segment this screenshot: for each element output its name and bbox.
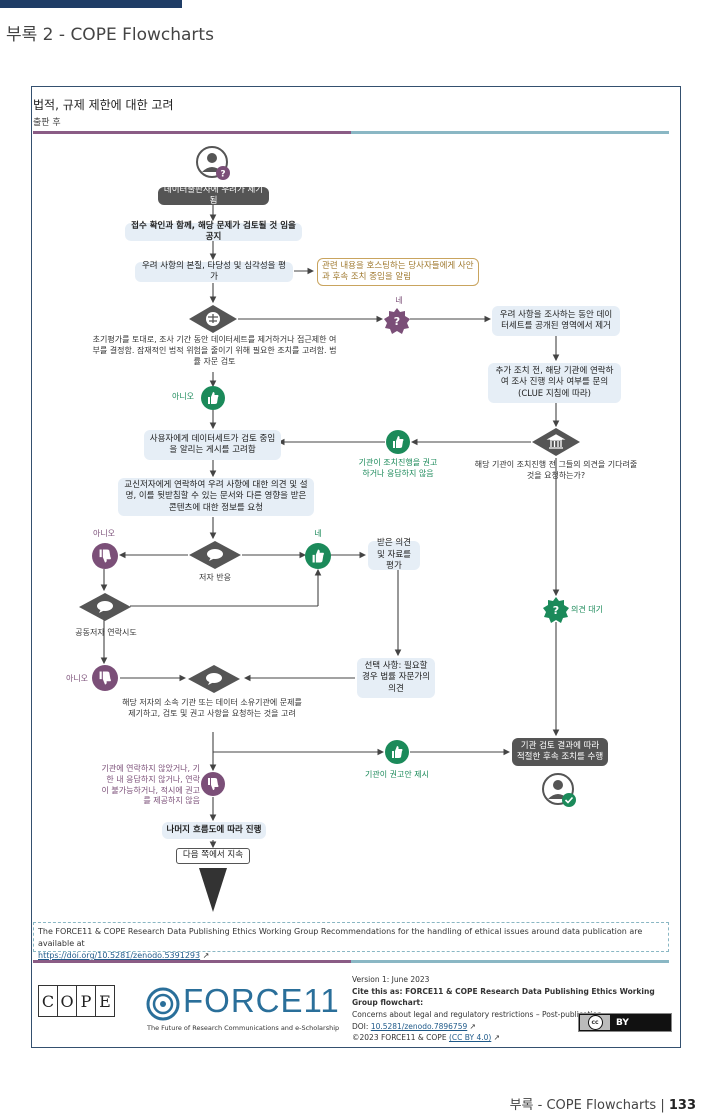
node-concern-raised: 데이터출판사에 우려가 제기됨 bbox=[158, 185, 269, 206]
label-no-3: 아니오 bbox=[65, 674, 89, 683]
institution-decision-icon bbox=[532, 428, 580, 456]
thumbs-down-icon bbox=[92, 543, 118, 569]
page-header-title: 부록 2 - COPE Flowcharts bbox=[6, 25, 214, 45]
divider-purple-bottom bbox=[33, 960, 351, 963]
cope-logo: C O P E bbox=[38, 985, 115, 1017]
node-optional-legal: 선택 사항: 필요할 경우 법률 자문가의 의견 bbox=[357, 658, 435, 698]
version: Version 1: June 2023 bbox=[352, 975, 430, 984]
svg-text:?: ? bbox=[553, 604, 559, 617]
thumbs-up-icon bbox=[386, 430, 410, 454]
label-coauthor: 공동저자 연락시도 bbox=[75, 628, 137, 637]
force11-circle-icon bbox=[146, 987, 180, 1021]
page-number: 133 bbox=[668, 1098, 696, 1113]
cc-by-badge: cc BY bbox=[578, 1013, 672, 1032]
label-no-1: 아니오 bbox=[171, 392, 195, 401]
flowchart-frame bbox=[31, 86, 681, 1048]
node-contact-institution: 추가 조치 전, 해당 기관에 연락하여 조사 진행 의사 여부를 문의 (CL… bbox=[488, 363, 621, 403]
label-raise-inst: 해당 저자의 소속 기관 또는 데이터 소유기관에 문제를 제기하고, 검토 및… bbox=[122, 698, 302, 718]
node-assess: 우려 사항의 본질, 타당성 및 심각성을 평가 bbox=[135, 261, 293, 282]
doi-label: DOI: bbox=[352, 1021, 369, 1031]
thumbs-down-icon bbox=[92, 665, 118, 691]
person-question-icon: ? bbox=[196, 146, 230, 180]
question-badge-icon: ? bbox=[543, 597, 569, 623]
label-initial-eval: 초기평가를 토대로, 조사 기간 동안 데이터세트를 제거하거나 접근제한 여부… bbox=[92, 335, 337, 366]
question-badge-icon: ? bbox=[384, 308, 410, 334]
thumbs-up-icon bbox=[385, 740, 409, 764]
scales-decision-icon bbox=[189, 305, 237, 333]
cope-letter: C bbox=[38, 985, 58, 1017]
divider-purple bbox=[33, 131, 351, 134]
label-inst-ask: 해당 기관이 조치진행 전 그들의 의견을 기다려줄 것을 요청하는가? bbox=[474, 460, 638, 480]
footer-note-text: The FORCE11 & COPE Research Data Publish… bbox=[38, 927, 643, 948]
node-notify-hosts: 관련 내용을 호스팅하는 당사자들에게 사안과 후속 조치 중임을 알림 bbox=[317, 258, 479, 286]
concerns-line: Concerns about legal and regulatory rest… bbox=[352, 1009, 602, 1019]
svg-text:?: ? bbox=[394, 315, 400, 328]
page-footer: 부록 - COPE Flowcharts | 133 bbox=[510, 1094, 696, 1113]
chat-decision-icon bbox=[188, 665, 240, 693]
external-link-icon: ↗ bbox=[493, 1033, 500, 1043]
node-continue: 다음 쪽에서 지속 bbox=[176, 848, 250, 864]
force11-tagline: The Future of Research Communications an… bbox=[147, 1024, 340, 1032]
page-footer-text: 부록 - COPE Flowcharts | bbox=[509, 1098, 665, 1113]
node-proceed: 나머지 흐름도에 따라 진행 bbox=[162, 822, 266, 839]
node-acknowledge: 접수 확인과 함께, 해당 문제가 검토될 것 임을 공지 bbox=[125, 221, 302, 242]
node-remove-dataset: 우려 사항을 조사하는 동안 데이터세트를 공개된 영역에서 제거 bbox=[492, 306, 620, 336]
label-no-2: 아니오 bbox=[92, 529, 116, 538]
force11-wordmark: FORCE11 bbox=[183, 982, 340, 1019]
cite-line: Cite this as: FORCE11 & COPE Research Da… bbox=[352, 986, 655, 1008]
label-inst-suggest: 기관이 권고안 제시 bbox=[365, 770, 429, 779]
thumbs-up-icon bbox=[305, 543, 331, 569]
divider-teal bbox=[351, 131, 669, 134]
cope-letter: P bbox=[77, 985, 96, 1017]
panel-title: 법적, 규제 제한에 대한 고려 bbox=[33, 98, 174, 112]
chat-decision-icon bbox=[189, 541, 241, 569]
footer-note: The FORCE11 & COPE Research Data Publish… bbox=[33, 922, 669, 960]
label-wait: 의견 대기 bbox=[571, 605, 603, 614]
label-yes-2: 네 bbox=[314, 529, 322, 538]
node-eval-opinion: 받은 의견 및 자료를 평가 bbox=[368, 538, 420, 571]
doi-line: DOI: 10.5281/zenodo.7896759 ↗ bbox=[352, 1021, 672, 1033]
thumbs-up-icon bbox=[201, 386, 225, 410]
divider-teal-bottom bbox=[351, 960, 669, 963]
cc-icon: cc bbox=[587, 1015, 603, 1030]
copyright-line: ©2023 FORCE11 & COPE (CC BY 4.0) ↗ bbox=[352, 1032, 672, 1044]
footer-note-link[interactable]: https://doi.org/10.5281/zenodo.5391293 bbox=[38, 951, 201, 960]
cope-letter: E bbox=[96, 985, 115, 1017]
label-author-response: 저자 반응 bbox=[199, 573, 231, 582]
chat-decision-icon bbox=[79, 593, 131, 621]
node-notice-users: 사용자에게 데이터세트가 검토 중임을 알리는 게시를 고려함 bbox=[144, 430, 281, 460]
label-yes-1: 네 bbox=[395, 296, 403, 305]
external-link-icon: ↗ bbox=[202, 951, 210, 960]
thumbs-down-icon bbox=[201, 772, 225, 796]
cope-letter: O bbox=[58, 985, 77, 1017]
panel-subtitle: 출판 후 bbox=[33, 118, 61, 128]
external-link-icon: ↗ bbox=[469, 1021, 476, 1031]
node-contact-author: 교신저자에게 연락하여 우려 사항에 대한 의견 및 설명, 이를 뒷받침할 수… bbox=[118, 478, 314, 516]
node-follow-up: 기관 검토 결과에 따라 적절한 후속 조치를 수행 bbox=[512, 738, 608, 766]
copyright: ©2023 FORCE11 & COPE bbox=[352, 1033, 447, 1043]
svg-text:?: ? bbox=[220, 170, 225, 180]
person-check-icon bbox=[542, 773, 576, 807]
by-label: BY bbox=[616, 1017, 629, 1028]
label-no-contact: 기관에 연락하지 않았거나, 기한 내 응답하지 않거나, 연락이 불가능하거나… bbox=[101, 764, 201, 806]
doi-link[interactable]: 10.5281/zenodo.7896759 bbox=[370, 1021, 468, 1031]
license-link[interactable]: (CC BY 4.0) bbox=[448, 1033, 492, 1043]
label-inst-recommend: 기관이 조치진행을 권고하거나 응답하지 않음 bbox=[358, 458, 438, 478]
citation-block: Version 1: June 2023 Cite this as: FORCE… bbox=[352, 974, 672, 1044]
top-bar bbox=[0, 0, 182, 8]
